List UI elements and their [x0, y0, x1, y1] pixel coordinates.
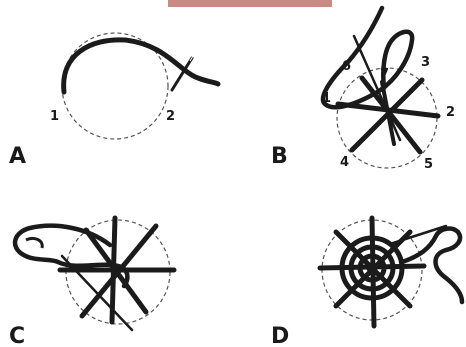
point-label-b-5: 5	[424, 157, 433, 172]
point-label-b-3: 3	[421, 55, 430, 70]
point-label-a-1: 1	[50, 109, 59, 124]
panel-label-c: C	[9, 324, 25, 347]
panel-b: 6 7 3 1 2 4 5 B	[271, 8, 455, 172]
point-label-b-7: 7	[380, 67, 389, 82]
panel-c: C	[9, 218, 174, 347]
thread-a	[64, 40, 218, 92]
panel-a: 1 2 A	[9, 33, 218, 169]
thread-c	[15, 226, 127, 286]
spoke-c-v	[112, 218, 115, 322]
point-label-b-4: 4	[340, 155, 349, 170]
point-label-b-1: 1	[322, 91, 331, 106]
thread-c-loop	[26, 238, 42, 248]
panel-label-b: B	[271, 144, 288, 169]
point-label-a-2: 2	[166, 109, 175, 124]
panel-label-d: D	[271, 324, 289, 347]
panel-label-a: A	[9, 144, 26, 169]
point-label-b-6: 6	[342, 59, 351, 74]
panel-d: D	[271, 218, 462, 347]
thread-b	[323, 8, 412, 107]
point-label-b-2: 2	[446, 105, 455, 120]
